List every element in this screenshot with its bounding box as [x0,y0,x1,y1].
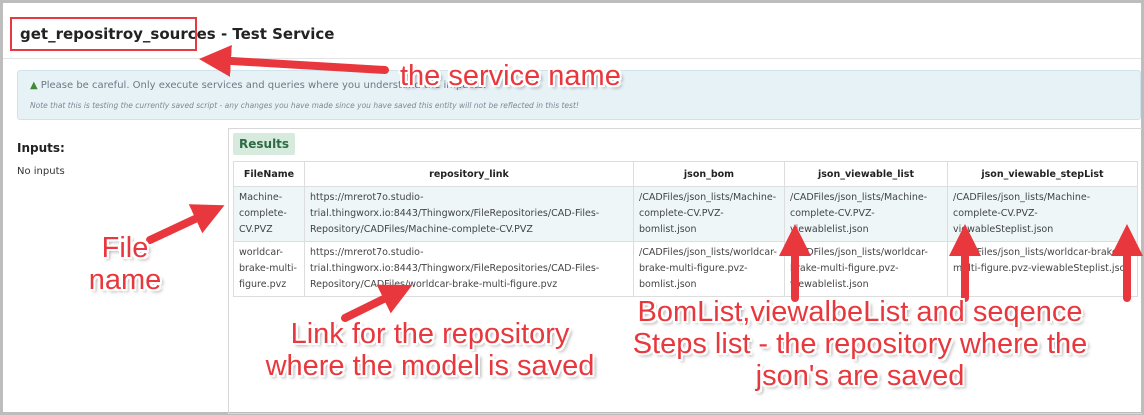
cell-json-viewable-list: /CADFiles/json_lists/worldcar-brake-mult… [784,241,948,297]
inputs-label: Inputs: [17,141,65,155]
table-row: worldcar-brake-multi-figure.pvz https://… [233,241,1138,297]
no-inputs-text: No inputs [17,166,65,177]
annotation-service-name: the service name [400,60,621,92]
cell-json-viewable-steplist: /CADFiles/json_lists/Machine-complete-CV… [947,186,1138,242]
cell-json-bom: /CADFiles/json_lists/Machine-complete-CV… [633,186,785,242]
annotation-repository-link: Link for the repository where the model … [265,318,595,382]
results-tab[interactable]: Results [233,133,296,155]
warning-note: Note that this is testing the currently … [30,101,579,110]
table-row: Machine-complete-CV.PVZ https://mrerot7o… [233,186,1138,242]
service-name-highlight [10,17,197,51]
arrow-to-file-name [146,204,225,244]
warning-triangle-icon: ▲ [30,80,38,91]
column-header[interactable]: repository_link [304,161,634,187]
column-header[interactable]: json_bom [633,161,785,187]
results-table: FileName repository_link json_bom json_v… [233,161,1138,297]
cell-repository-link: https://mrerot7o.studio-trial.thingworx.… [304,186,634,242]
cell-repository-link: https://mrerot7o.studio-trial.thingworx.… [304,241,634,297]
annotation-file-name: File name [88,232,162,296]
column-header[interactable]: json_viewable_stepList [947,161,1138,187]
cell-json-bom: /CADFiles/json_lists/worldcar-brake-mult… [633,241,785,297]
page-title: get_repositroy_sources - Test Service [20,25,335,43]
divider [3,58,1141,59]
annotation-json-lists: BomList,viewalbeList and seqence Steps l… [632,296,1088,392]
warning-message: Please be careful. Only execute services… [40,80,487,91]
warning-box: ▲Please be careful. Only execute service… [17,70,1141,120]
arrow-to-repository-link [341,284,413,322]
column-header[interactable]: json_viewable_list [784,161,948,187]
test-service-window: get_repositroy_sources - Test Service ▲P… [3,3,1142,414]
results-panel: Results FileName repository_link json_bo… [228,128,1142,414]
arrow-to-service-name [199,44,389,77]
column-header[interactable]: FileName [233,161,305,187]
